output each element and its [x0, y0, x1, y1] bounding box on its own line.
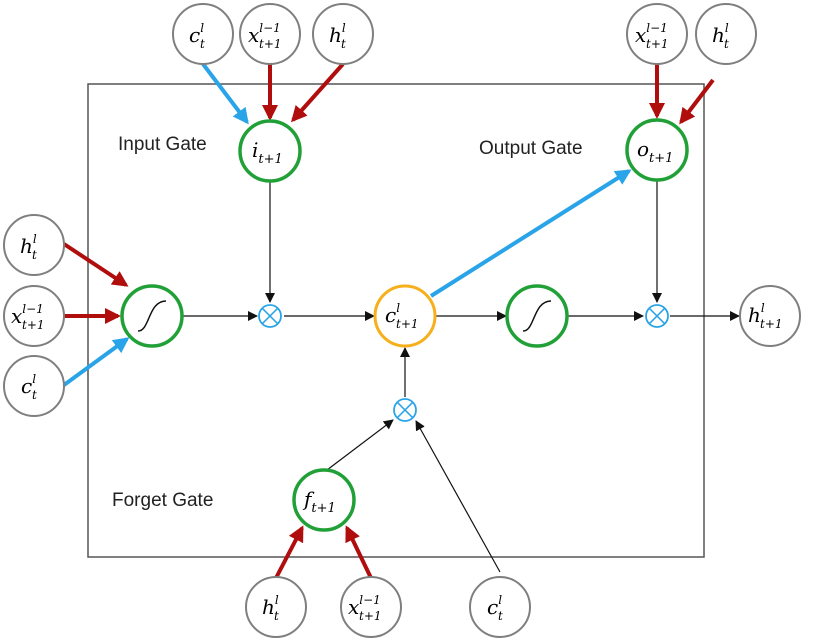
node-top-h2-circle	[695, 3, 757, 65]
multiply-icon	[393, 398, 417, 422]
arrow-top-h-to-input-gate	[291, 62, 345, 123]
forget-gate-circle	[292, 468, 356, 532]
node-output-circle	[739, 285, 801, 347]
output-gate-symbol: ot+1	[637, 137, 673, 166]
input-gate-symbol: it+1	[252, 138, 283, 167]
multiply-icon	[258, 304, 282, 328]
node-left-c-circle	[3, 355, 65, 417]
cell-state-circle	[373, 284, 437, 348]
node-left-x-circle	[3, 285, 65, 347]
arrow-cell-to-output-gate	[429, 169, 632, 298]
input-gate-label: Input Gate	[118, 134, 207, 155]
arrow-left-c-to-sigmoid	[62, 337, 130, 387]
node-bot-h-circle	[245, 576, 307, 638]
input-sigmoid-circle	[120, 284, 184, 348]
node-bot-x-circle	[340, 576, 402, 638]
multiply-icon	[645, 304, 669, 328]
node-bot-c-circle	[469, 576, 531, 638]
arrow-top-h-to-output-gate	[679, 78, 715, 125]
flow-bot-c-to-mult3	[415, 420, 501, 573]
arrow-top-c-to-input-gate	[201, 62, 249, 125]
input-gate-circle	[238, 119, 302, 183]
arrow-left-h-to-sigmoid	[62, 242, 129, 287]
node-top-x1-circle	[239, 3, 301, 65]
output-gate-label: Output Gate	[479, 138, 583, 159]
lstm-cell-box	[87, 83, 705, 558]
forget-gate-label: Forget Gate	[112, 490, 213, 511]
flow-forget-gate-to-mult3	[326, 419, 394, 471]
arrow-bot-h-to-forget-gate	[274, 525, 304, 579]
arrow-bot-x-to-forget-gate	[345, 525, 373, 579]
node-top-h1-circle	[312, 3, 374, 65]
output-gate-circle	[625, 118, 689, 182]
sigmoid-icon	[522, 300, 552, 332]
output-tanh-circle	[505, 284, 569, 348]
node-left-h-circle	[3, 214, 65, 276]
node-top-c-circle	[172, 3, 234, 65]
node-top-x2-circle	[626, 3, 688, 65]
sigmoid-icon	[137, 300, 167, 332]
